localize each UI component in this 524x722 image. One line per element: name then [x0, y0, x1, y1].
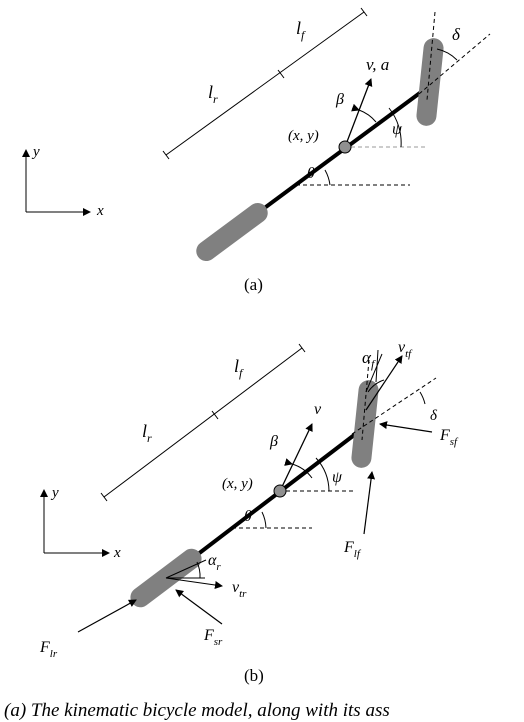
fsf-arrow-b: [379, 421, 433, 433]
front-reference-line-a: [426, 11, 436, 101]
theta-arc-b: [261, 511, 267, 529]
psi-label-a: ψ: [392, 121, 403, 138]
vtf-label-b: vtf: [398, 339, 413, 360]
theta-label-a: θ: [307, 165, 315, 182]
panel-a: lf lr δ v, a β ψ (x, y) θ: [22, 7, 491, 294]
alpha-f-ref-line-b: [375, 349, 379, 383]
lr-label-a: lr: [208, 82, 218, 106]
lf-label-a: lf: [296, 18, 306, 42]
fsf-label-b: Fsf: [439, 427, 459, 448]
vtr-arrow-b: [165, 577, 223, 589]
y-axis-label-a: y: [31, 144, 40, 160]
psi-label-b: ψ: [332, 469, 343, 486]
vtf-arrow-b: [365, 355, 403, 411]
center-of-gravity-a: [338, 140, 352, 154]
rear-wheel-a: [196, 202, 268, 262]
fsr-arrow-b: [175, 589, 223, 625]
bicycle-frame-b: [166, 424, 368, 579]
vtr-label-b: vtr: [232, 579, 247, 600]
front-wheel-a: [416, 38, 444, 126]
panel-label-a: (a): [244, 275, 263, 294]
panel-label-b: (b): [244, 666, 264, 685]
x-axis-label-b: x: [113, 545, 121, 561]
velocity-arrow-b: [279, 423, 313, 492]
flf-arrow-b: [363, 471, 376, 535]
velocity-label-a: v, a: [366, 55, 389, 74]
alpha-f-arc-b: [367, 379, 385, 393]
velocity-label-b: v: [314, 401, 322, 418]
position-label-a: (x, y): [288, 128, 319, 144]
alpha-r-arc-b: [196, 561, 201, 579]
flf-label-b: Flf: [343, 539, 362, 560]
center-of-gravity-b: [273, 484, 287, 498]
theta-label-b: θ: [244, 508, 252, 525]
lf-label-b: lf: [234, 356, 244, 380]
theta-arc-a: [324, 169, 331, 186]
fsr-label-b: Fsr: [203, 627, 223, 648]
front-wheel-b: [351, 380, 379, 468]
delta-label-b: δ: [430, 408, 438, 424]
position-label-b: (x, y): [222, 476, 253, 492]
flr-arrow-b: [77, 599, 137, 633]
rear-slip-ref-b: [165, 559, 207, 579]
velocity-arrow-a: [344, 78, 373, 148]
front-reference-line-b: [361, 359, 370, 441]
delta-arc-a: [436, 48, 458, 61]
axes-a: y x: [22, 144, 104, 219]
psi-arc-b: [315, 457, 330, 492]
beta-label-b: β: [269, 433, 278, 450]
x-axis-label-a: x: [96, 203, 104, 219]
flr-label-b: Flr: [39, 639, 58, 660]
beta-arc-b: [284, 458, 313, 479]
lr-label-b: lr: [142, 421, 152, 445]
psi-arc-a: [388, 107, 402, 148]
delta-label-a: δ: [452, 25, 461, 44]
front-heading-line-b: [351, 377, 437, 435]
alpha-r-label-b: αr: [208, 552, 221, 573]
wheelbase-dimension-a: [162, 7, 368, 160]
alpha-f-label-b: αf: [362, 348, 376, 371]
y-axis-label-b: y: [50, 485, 59, 501]
wheelbase-dimension-b: [100, 343, 306, 502]
axes-b: y x: [40, 485, 121, 561]
front-alpha-ref-b: [365, 353, 383, 393]
beta-arc-a: [351, 103, 377, 123]
panel-b: lf lr δ αf vtf Fsf Flf v β: [39, 339, 459, 685]
delta-arc-b: [419, 391, 426, 405]
front-heading-line-a: [418, 33, 491, 95]
figure-caption: (a) The kinematic bicycle model, along w…: [4, 700, 390, 721]
beta-label-a: β: [335, 91, 344, 108]
